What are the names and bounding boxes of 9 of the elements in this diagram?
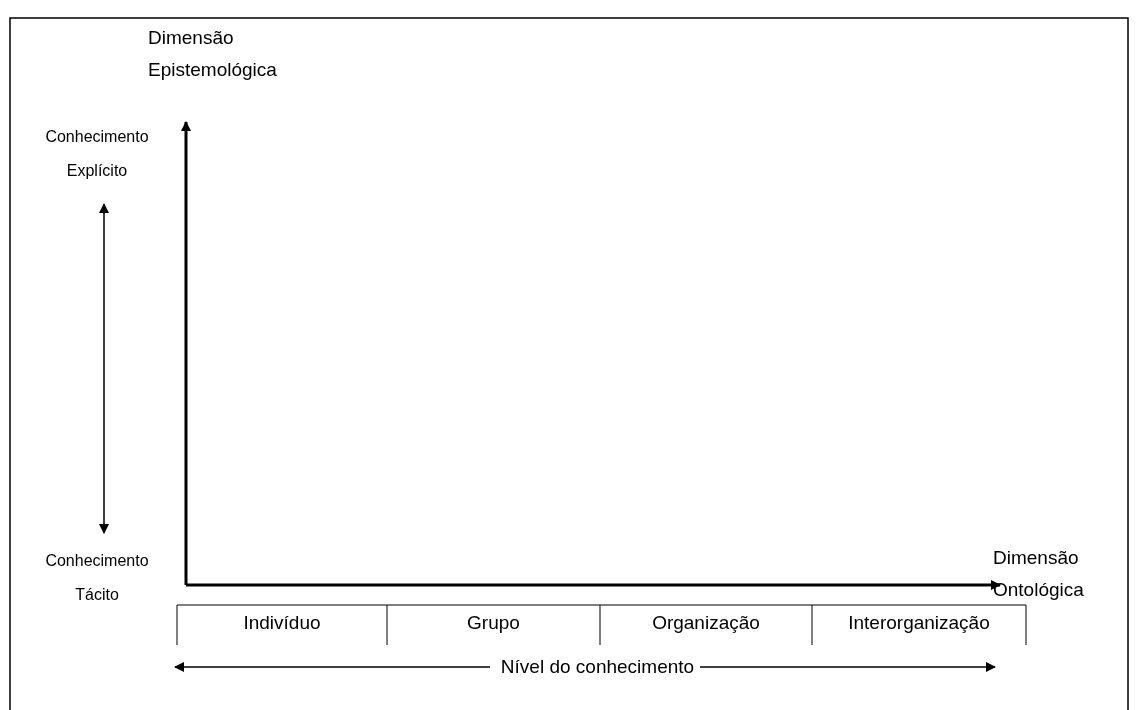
axis-title: Dimensão Ontológica [993,546,1085,602]
level-label: Interorganização [847,611,991,635]
level-label: Grupo [466,611,521,635]
level-label: Indivíduo [242,611,322,635]
axis-title: Dimensão Epistemológica [148,26,278,82]
level-label: Organização [651,611,761,635]
scale-label: Nível do conhecimento [499,655,696,679]
axis-pole-label: Conhecimento Explícito [22,120,172,188]
axis-pole-label: Conhecimento Tácito [22,544,172,612]
